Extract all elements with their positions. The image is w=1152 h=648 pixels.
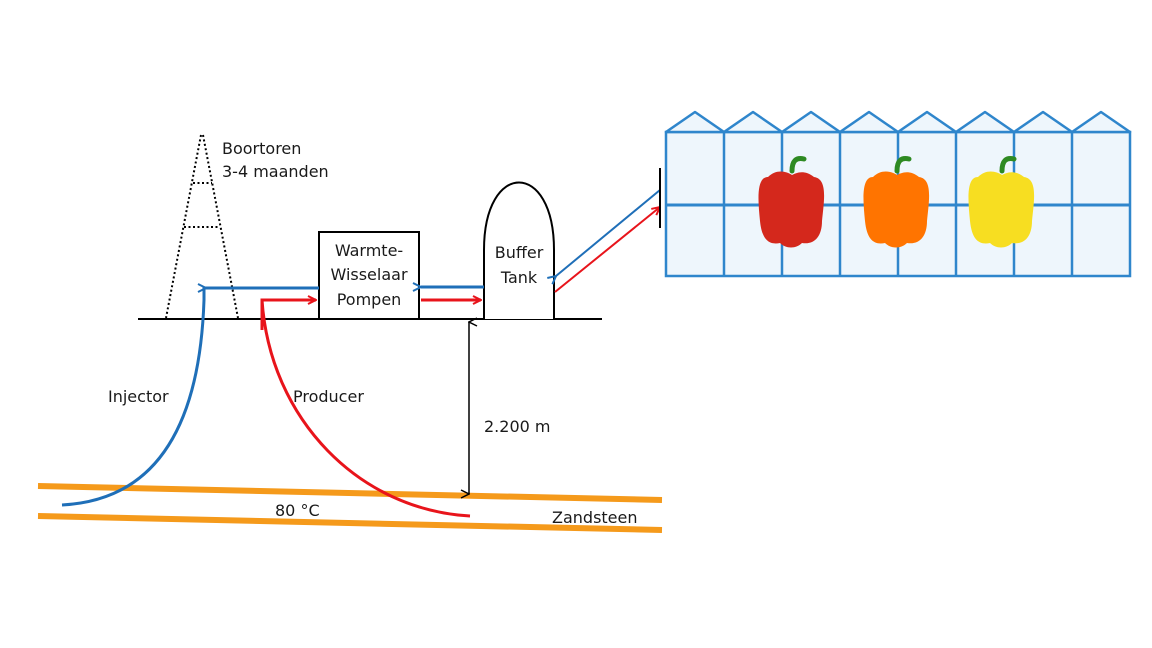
- buffer-label-line2: Tank: [500, 268, 538, 287]
- orange-pepper: [863, 171, 930, 248]
- exchanger-label-line1: Warmte-: [335, 241, 403, 260]
- producer-to-exchanger: [260, 300, 316, 330]
- drilling-tower: [165, 134, 239, 319]
- buffer-to-greenhouse-hot: [554, 207, 660, 293]
- greenhouse: [664, 110, 1132, 278]
- exchanger-label-line2: Wisselaar: [330, 265, 407, 284]
- red-pepper: [758, 171, 825, 248]
- aquifer-bottom-line: [37, 513, 663, 533]
- greenhouse-roof: [1012, 110, 1074, 134]
- sandstone-label: Zandsteen: [552, 508, 638, 527]
- orange-pepper-stem: [894, 156, 912, 174]
- greenhouse-roof: [838, 110, 900, 134]
- injector-label: Injector: [108, 387, 169, 406]
- aquifer-top-line: [37, 483, 663, 503]
- injector-well: [61, 286, 319, 507]
- greenhouse-roof: [664, 110, 726, 134]
- producer-well: [260, 299, 471, 518]
- temperature-label: 80 °C: [275, 501, 320, 520]
- sandstone-layer: [37, 483, 663, 533]
- producer-label: Producer: [293, 387, 364, 406]
- greenhouse-roof: [896, 110, 958, 134]
- greenhouse-to-buffer-cold: [556, 189, 661, 276]
- yellow-pepper-stem: [999, 156, 1017, 174]
- exchanger-label-line3: Pompen: [337, 290, 402, 309]
- buffer-label-line1: Buffer: [495, 243, 544, 262]
- red-pepper-stem: [789, 156, 807, 174]
- greenhouse-roof: [954, 110, 1016, 134]
- greenhouse-roof: [780, 110, 842, 134]
- heat-exchanger-box: [318, 231, 420, 320]
- greenhouse-roof: [1070, 110, 1132, 134]
- tower-duration-label: 3-4 maanden: [222, 162, 329, 181]
- buffer-tank: [483, 181, 555, 319]
- depth-label: 2.200 m: [484, 417, 550, 436]
- greenhouse-roof: [722, 110, 784, 134]
- yellow-pepper: [968, 171, 1035, 248]
- tower-title-label: Boortoren: [222, 139, 301, 158]
